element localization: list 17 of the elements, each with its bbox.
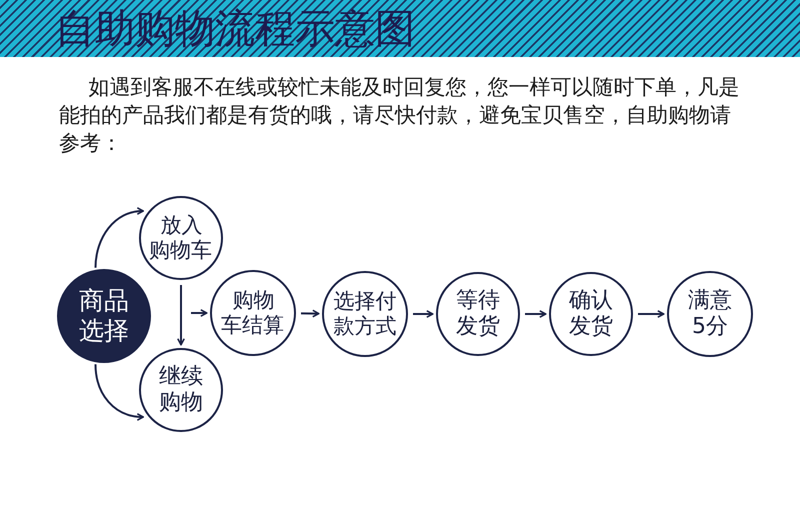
step-circle: 放入购物车 bbox=[139, 196, 223, 280]
step-circle: 选择付款方式 bbox=[322, 271, 408, 357]
step-circle: 等待发货 bbox=[436, 272, 520, 356]
arrow bbox=[177, 285, 185, 346]
step-circle: 满意5分 bbox=[667, 271, 753, 357]
curved-arrow bbox=[94, 207, 144, 268]
step-circle: 购物车结算 bbox=[210, 270, 296, 356]
arrow bbox=[191, 309, 208, 317]
arrow bbox=[638, 310, 665, 318]
curved-arrow bbox=[94, 364, 144, 421]
intro-paragraph: 如遇到客服不在线或较忙未能及时回复您，您一样可以随时下单，凡是能拍的产品我们都是有货的哦，请尽快付款，避免宝贝售空，自助购物请参考： bbox=[59, 74, 740, 157]
step-circle: 继续购物 bbox=[139, 348, 223, 432]
filled-circle: 商品选择 bbox=[57, 269, 151, 363]
arrow bbox=[300, 310, 320, 318]
arrow bbox=[413, 310, 434, 318]
arrow bbox=[525, 310, 547, 318]
step-circle: 确认发货 bbox=[549, 272, 633, 356]
